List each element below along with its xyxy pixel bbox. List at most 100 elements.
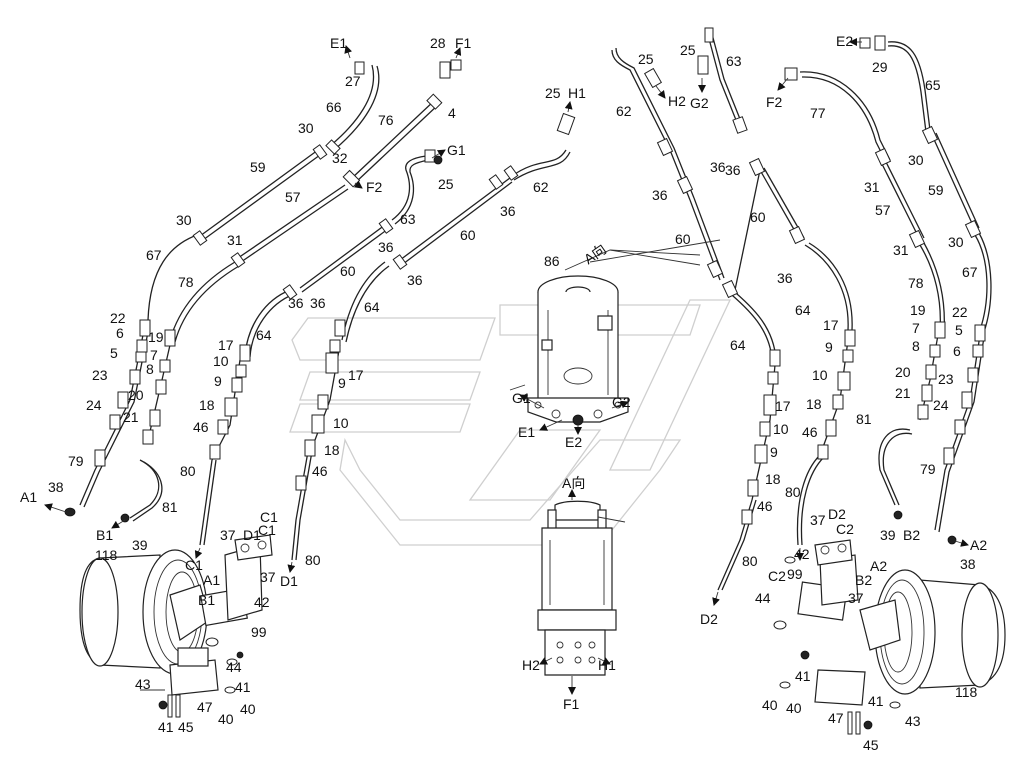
label: 39 xyxy=(880,527,896,543)
label: 23 xyxy=(938,371,954,387)
left-travel-motor xyxy=(79,534,273,718)
label: 25 xyxy=(638,51,654,67)
label: B2 xyxy=(903,527,920,543)
label: H2 xyxy=(668,93,686,109)
label: D2 xyxy=(828,506,846,522)
label: E2 xyxy=(565,434,582,450)
label: 67 xyxy=(962,264,978,280)
label: 36 xyxy=(310,295,326,311)
label: A2 xyxy=(970,537,987,553)
label: 39 xyxy=(132,537,148,553)
label: 67 xyxy=(146,247,162,263)
label: C1 xyxy=(185,557,203,573)
label: 57 xyxy=(875,202,891,218)
label: 44 xyxy=(755,590,771,606)
label: 37 xyxy=(848,590,864,606)
label: 40 xyxy=(762,697,778,713)
label: 60 xyxy=(460,227,476,243)
label: 46 xyxy=(312,463,328,479)
label: 21 xyxy=(123,409,139,425)
label: 6 xyxy=(116,325,124,341)
label: 5 xyxy=(110,345,118,361)
label: 18 xyxy=(765,471,781,487)
label: 38 xyxy=(960,556,976,572)
label: 40 xyxy=(240,701,256,717)
label: A1 xyxy=(20,489,37,505)
label: 18 xyxy=(324,442,340,458)
label: E2 xyxy=(836,33,853,49)
label: 59 xyxy=(928,182,944,198)
right-hose-bundle xyxy=(611,27,992,591)
label: 24 xyxy=(933,397,949,413)
label: E1 xyxy=(518,424,535,440)
label: 7 xyxy=(150,347,158,363)
label: 44 xyxy=(226,659,242,675)
label: 64 xyxy=(364,299,380,315)
label: 59 xyxy=(250,159,266,175)
label: 41 xyxy=(235,679,251,695)
label: 24 xyxy=(86,397,102,413)
label: 36 xyxy=(710,159,726,175)
label: 86 xyxy=(544,253,560,269)
label: 43 xyxy=(905,713,921,729)
label: 7 xyxy=(912,320,920,336)
label: 81 xyxy=(856,411,872,427)
label: 99 xyxy=(787,566,803,582)
label: 45 xyxy=(863,737,879,753)
label: 80 xyxy=(305,552,321,568)
label: 47 xyxy=(828,710,844,726)
label: 6 xyxy=(953,343,961,359)
label: F2 xyxy=(766,94,783,110)
label: 46 xyxy=(757,498,773,514)
label: 30 xyxy=(176,212,192,228)
label: 8 xyxy=(146,361,154,377)
label: B2 xyxy=(855,572,872,588)
label: 17 xyxy=(218,337,234,353)
label: 5 xyxy=(955,322,963,338)
label: D1 xyxy=(243,527,261,543)
label: 21 xyxy=(895,385,911,401)
label: 4 xyxy=(448,105,456,121)
label: 18 xyxy=(806,396,822,412)
label: 31 xyxy=(864,179,880,195)
label: 64 xyxy=(730,337,746,353)
label: G1 xyxy=(447,142,466,158)
label: 9 xyxy=(825,339,833,355)
label: 19 xyxy=(148,329,164,345)
label: C1 xyxy=(260,509,278,525)
label: 30 xyxy=(908,152,924,168)
label: 29 xyxy=(872,59,888,75)
label: 37 xyxy=(260,569,276,585)
label: 23 xyxy=(92,367,108,383)
label: 64 xyxy=(256,327,272,343)
label: 37 xyxy=(810,512,826,528)
label: 20 xyxy=(895,364,911,380)
label: 40 xyxy=(218,711,234,727)
label: 25 xyxy=(545,85,561,101)
label: D1 xyxy=(280,573,298,589)
label: 28 xyxy=(430,35,446,51)
label: G2 xyxy=(690,95,709,111)
label: 78 xyxy=(908,275,924,291)
label: 25 xyxy=(680,42,696,58)
label: 9 xyxy=(338,375,346,391)
part-labels: E1 27 28 F1 4 66 76 30 32 F2 59 57 G1 25… xyxy=(20,33,987,753)
label: B1 xyxy=(198,592,215,608)
label: 47 xyxy=(197,699,213,715)
label: 62 xyxy=(533,179,549,195)
label: 19 xyxy=(910,302,926,318)
label: 32 xyxy=(332,150,348,166)
label: 57 xyxy=(285,189,301,205)
label: C1 xyxy=(258,522,276,538)
label: 63 xyxy=(400,211,416,227)
swivel-joint-front-view xyxy=(537,489,626,695)
label: 78 xyxy=(178,274,194,290)
label: D2 xyxy=(700,611,718,627)
label: A1 xyxy=(203,572,220,588)
label: 36 xyxy=(652,187,668,203)
label: 80 xyxy=(180,463,196,479)
label: 36 xyxy=(288,295,304,311)
label: 27 xyxy=(345,73,361,89)
label: 46 xyxy=(193,419,209,435)
